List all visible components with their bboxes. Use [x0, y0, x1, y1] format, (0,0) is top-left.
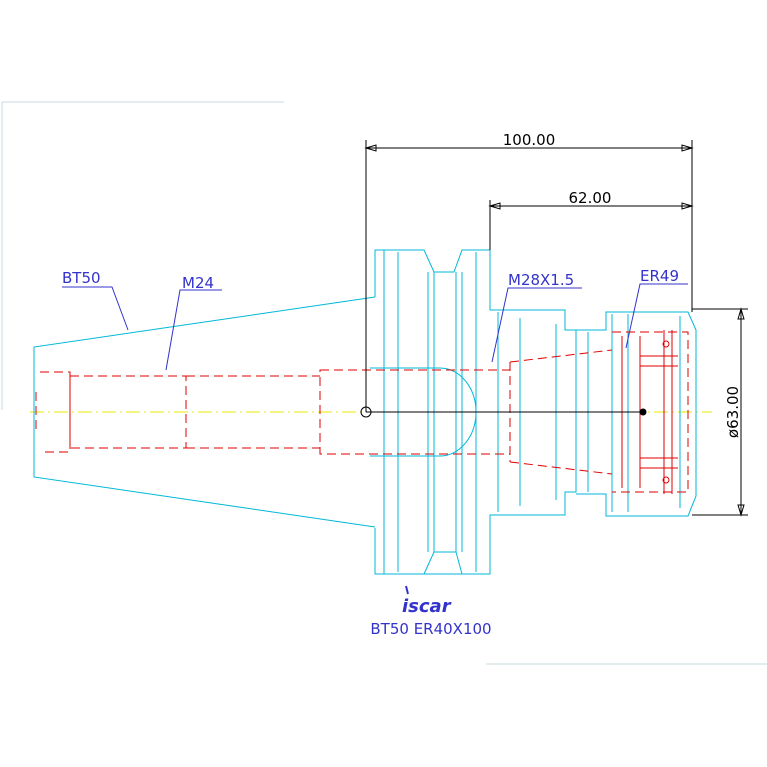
dimension-lines — [360, 140, 748, 517]
label-thread-front: M28X1.5 — [508, 271, 574, 289]
label-taper: BT50 — [62, 269, 101, 287]
frame-lines — [1, 101, 767, 665]
gauge-point — [639, 408, 647, 416]
origin-point — [360, 406, 372, 418]
label-collet: ER49 — [640, 267, 679, 285]
label-thread-rear: M24 — [182, 274, 214, 292]
dim-collet-length: 62.00 — [569, 189, 612, 207]
dim-diameter: ø63.00 — [724, 386, 742, 438]
iscar-logo: iscar — [402, 585, 452, 617]
leader-lines — [62, 283, 688, 371]
drawing-caption: BT50 ER40X100 — [370, 620, 491, 638]
svg-text:iscar: iscar — [402, 596, 452, 617]
dim-overall-length: 100.00 — [503, 131, 556, 149]
